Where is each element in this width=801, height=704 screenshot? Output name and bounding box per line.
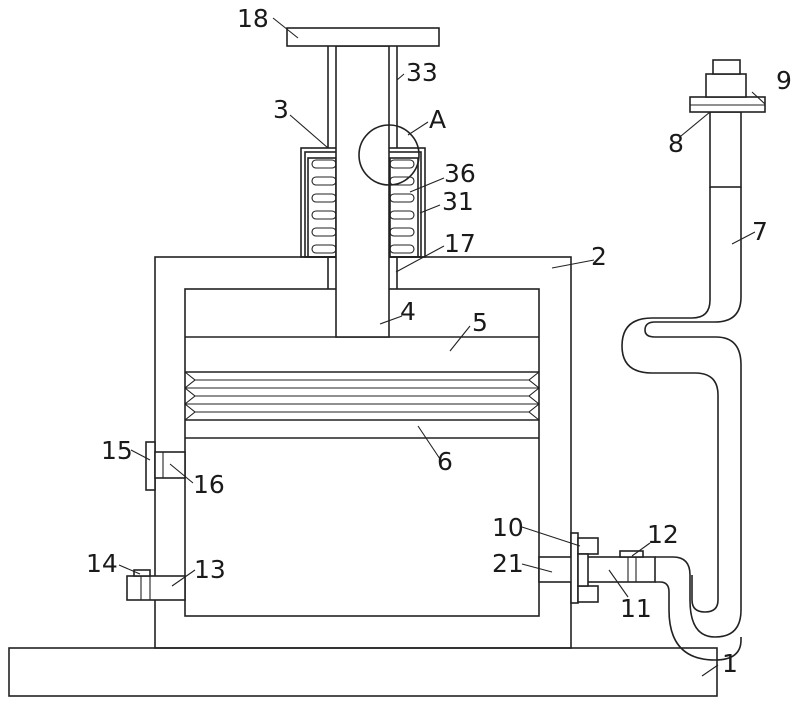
label-5: 5: [472, 308, 488, 337]
label-31: 31: [442, 187, 474, 216]
upper-left-valve: [146, 442, 185, 490]
top-plate: [287, 28, 439, 46]
label-18: 18: [237, 4, 269, 33]
label-2: 2: [591, 242, 607, 271]
right-outlet-assembly: [539, 533, 655, 603]
label-16: 16: [193, 470, 225, 499]
label-4: 4: [400, 297, 416, 326]
label-33: 33: [406, 58, 438, 87]
label-6: 6: [437, 447, 453, 476]
lower-left-outlet: [127, 570, 185, 600]
label-9: 9: [776, 66, 792, 95]
piston-plate: [185, 337, 539, 372]
label-10: 10: [492, 513, 524, 542]
label-7: 7: [752, 217, 768, 246]
base-plate: [9, 648, 717, 696]
nozzle-assembly: [690, 60, 765, 187]
piston-rod: [336, 46, 389, 337]
label-17: 17: [444, 229, 476, 258]
label-12: 12: [647, 520, 679, 549]
label-21: 21: [492, 549, 524, 578]
label-3: 3: [273, 95, 289, 124]
bellows-seal: [185, 372, 539, 438]
label-11: 11: [620, 594, 652, 623]
label-1: 1: [722, 649, 738, 678]
label-15: 15: [101, 436, 133, 465]
label-a: A: [429, 105, 446, 134]
label-36: 36: [444, 159, 476, 188]
label-13: 13: [194, 555, 226, 584]
label-8: 8: [668, 129, 684, 158]
part-labels: 1 2 3 4 5 6 7 8 9 10 11 12 13 14 15 16 1…: [86, 4, 792, 678]
label-14: 14: [86, 549, 118, 578]
hose: [622, 187, 741, 660]
